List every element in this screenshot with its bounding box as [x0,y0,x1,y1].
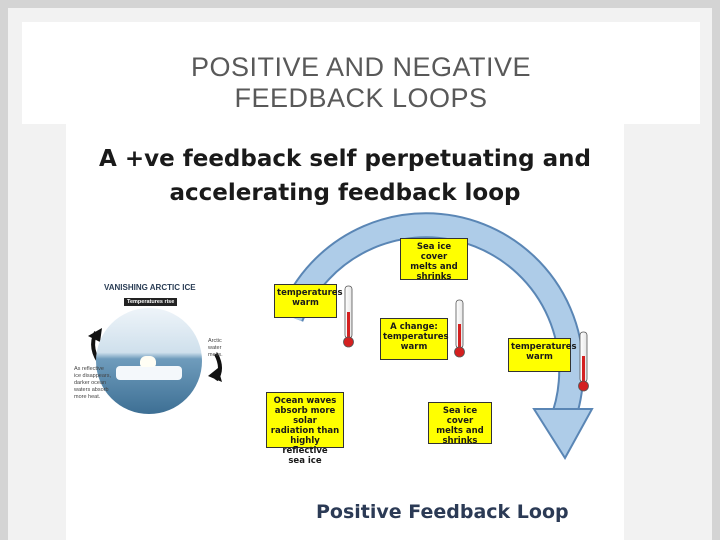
box-line: highly reflective [282,436,328,456]
box-line: radiation than [270,426,340,436]
box-line: temperatures [383,332,449,342]
box-line: Ocean waves [273,396,337,406]
box-line: warm [400,342,428,352]
thermometer-icon-2 [454,299,465,358]
inset-title: VANISHING ARCTIC ICE [104,283,196,292]
inset-text-line: more heat. [74,394,101,400]
box-line: A change: [390,322,438,332]
feedback-loop-figure: A +ve feedback self perpetuating and acc… [66,124,624,540]
box-line: absorb more solar [274,406,336,426]
box-line: sea ice [288,456,322,466]
inset-right-label: Arctic water melts. [208,338,223,359]
box-temperatures-warm-right: temperatures warm [508,338,577,372]
box-line: warm [526,352,553,362]
headline-line-2: accelerating feedback loop [169,180,521,206]
box-sea-ice-melts-top: Sea ice cover melts and shrinks [400,238,468,282]
inset-temp-label: Temperatures rise [124,298,178,306]
inset-text-line: darker ocean [74,380,107,386]
footer-caption: Positive Feedback Loop [316,501,569,523]
arctic-ice-inset: VANISHING ARCTIC ICE Temperatures rise A… [66,274,223,424]
box-line: shrinks [416,272,452,282]
box-temperatures-warm-left: temperatures warm [274,284,343,318]
inset-text-line: waters absorb [74,387,109,393]
slide-title-line-1: POSITIVE AND NEGATIVE [190,52,532,82]
box-line: Sea ice cover [416,242,452,262]
box-line: melts and [436,426,484,436]
slide: POSITIVE AND NEGATIVE FEEDBACK LOOPS A +… [8,8,712,540]
box-line: melts and [410,262,458,272]
headline-line-1: A +ve feedback self perpetuating and [99,146,591,172]
slide-title-line-2: FEEDBACK LOOPS [234,83,488,113]
inset-text-line: ice disappears, [74,373,111,379]
inset-text-line: melts. [208,352,223,358]
box-line: shrinks [442,436,478,446]
box-line: temperatures [277,288,343,298]
thermometer-icon-3 [578,331,589,392]
inset-text-line: Arctic water [208,338,222,351]
box-line: temperatures [511,342,577,352]
inset-text-line: As reflective [74,366,104,372]
thermometer-icon-1 [343,285,354,348]
title-bar: POSITIVE AND NEGATIVE FEEDBACK LOOPS [22,22,700,124]
arctic-photo [96,308,202,414]
inset-left-label: As reflective ice disappears, darker oce… [74,366,111,401]
box-sea-ice-melts-bottom: Sea ice cover melts and shrinks [428,402,492,446]
box-line: Sea ice cover [442,406,478,426]
box-line: warm [292,298,319,308]
loop-arrowhead [532,408,594,460]
polar-bear-icon [140,356,156,367]
box-ocean-waves: Ocean waves absorb more solar radiation … [266,392,344,466]
figure-headline: A +ve feedback self perpetuating and acc… [66,142,624,210]
ice-floe [116,366,182,380]
box-a-change: A change: temperatures warm [380,318,449,360]
